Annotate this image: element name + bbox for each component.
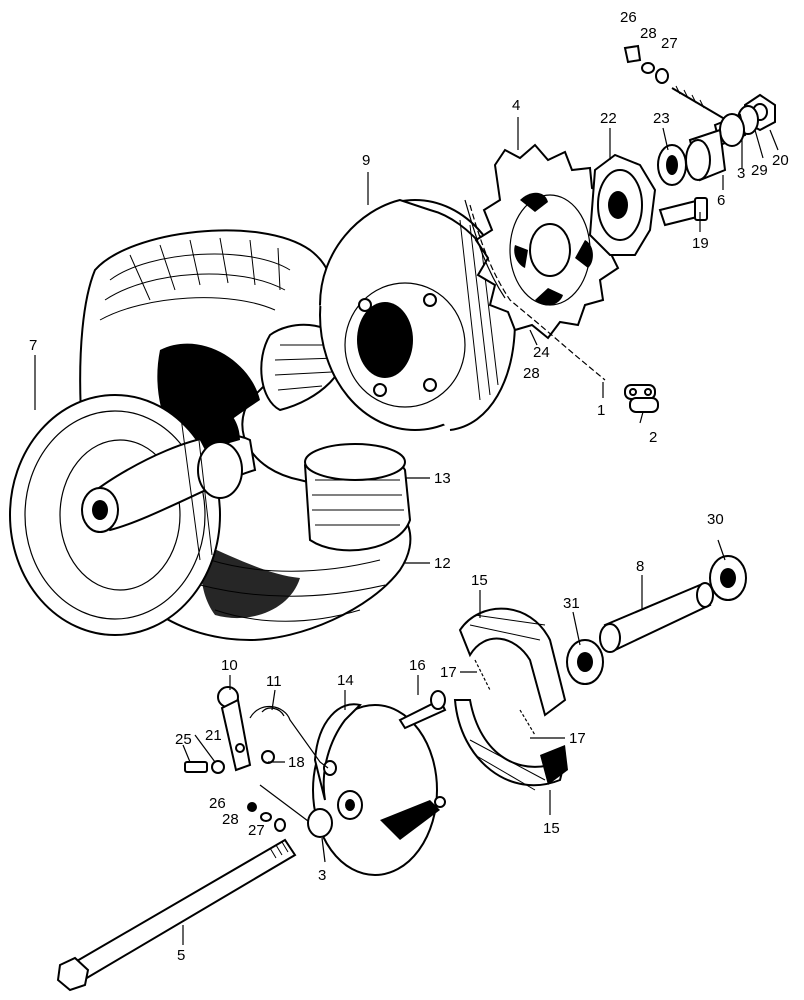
- label-part-26-lower: 26: [209, 795, 226, 812]
- label-part-20: 20: [772, 152, 789, 169]
- label-part-21: 21: [205, 727, 222, 744]
- label-part-26-upper: 26: [620, 9, 637, 26]
- label-part-11: 11: [266, 673, 282, 690]
- label-part-7: 7: [29, 337, 37, 354]
- label-part-27-upper: 27: [661, 35, 678, 52]
- part-number-labels: 1 2 3 3 4 5 6 7 8 9 10 11 12 13 14 15 15…: [29, 9, 789, 964]
- axle-drawing: [56, 838, 297, 992]
- chain-drawing: [464, 199, 606, 381]
- label-part-14: 14: [337, 672, 354, 689]
- sprocket-hub-drawing: [588, 153, 657, 256]
- brake-panel-drawing: [312, 703, 446, 876]
- label-part-5: 5: [177, 947, 185, 964]
- label-part-6: 6: [717, 192, 725, 209]
- label-part-16: 16: [409, 657, 426, 674]
- label-part-17-right: 17: [569, 730, 586, 747]
- label-part-25: 25: [175, 731, 192, 748]
- chain-joint-drawing: [624, 384, 659, 413]
- axle-sleeve-drawing: [566, 555, 747, 685]
- label-part-24: 24: [533, 344, 550, 361]
- label-part-3-upper: 3: [737, 165, 745, 182]
- label-part-1: 1: [597, 402, 605, 419]
- label-part-2: 2: [649, 429, 657, 446]
- label-part-29: 29: [751, 162, 768, 179]
- label-part-23: 23: [653, 110, 670, 127]
- brake-shoes-drawing: [453, 607, 568, 791]
- sprocket-drawing: [474, 143, 622, 340]
- label-part-22: 22: [600, 110, 617, 127]
- label-part-15-lower: 15: [543, 820, 560, 837]
- leader-lines: [34, 117, 779, 945]
- brake-cam-parts-drawing: [184, 686, 447, 838]
- label-part-28-upper: 28: [640, 25, 657, 42]
- label-part-27-lower: 27: [248, 822, 265, 839]
- label-part-28-mid: 28: [523, 365, 540, 382]
- label-part-18: 18: [288, 754, 305, 771]
- label-part-12: 12: [434, 555, 451, 572]
- label-part-10: 10: [221, 657, 238, 674]
- label-part-4: 4: [512, 97, 520, 114]
- label-part-9: 9: [362, 152, 370, 169]
- label-part-13: 13: [434, 470, 451, 487]
- wheel-hub-drawing: [9, 394, 257, 636]
- label-part-28-lower: 28: [222, 811, 239, 828]
- label-part-31: 31: [563, 595, 580, 612]
- label-part-15-upper: 15: [471, 572, 488, 589]
- upper-axle-parts-drawing: [623, 44, 776, 227]
- label-part-8: 8: [636, 558, 644, 575]
- label-part-19: 19: [692, 235, 709, 252]
- label-part-3-lower: 3: [318, 867, 326, 884]
- label-part-30: 30: [707, 511, 724, 528]
- label-part-17-left: 17: [440, 664, 457, 681]
